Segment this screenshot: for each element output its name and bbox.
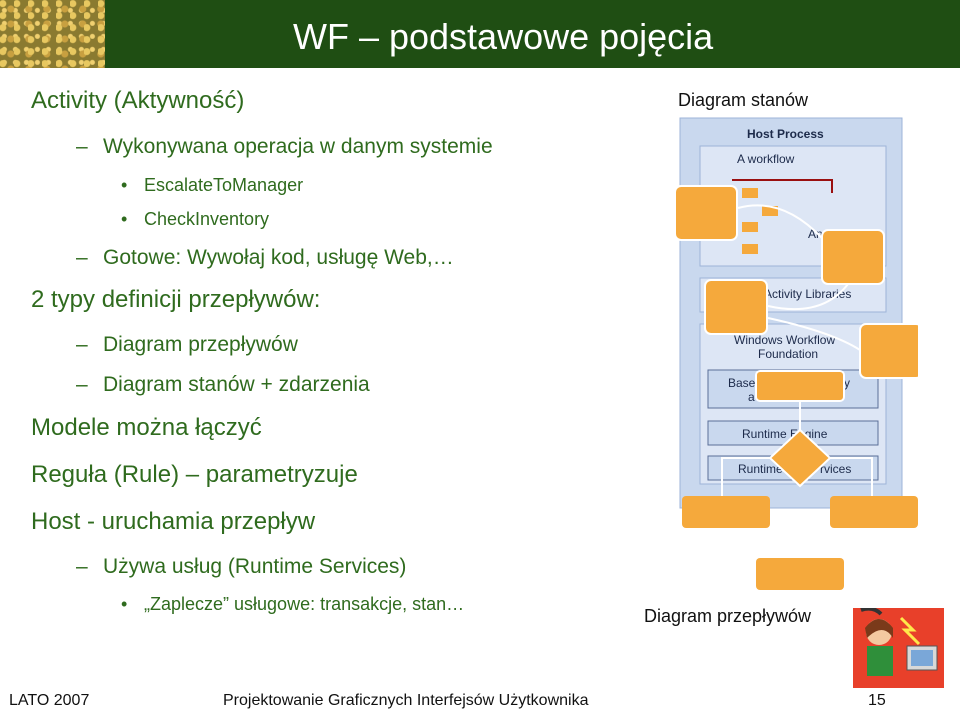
bullet-text: Host - uruchamia przepływ (31, 508, 316, 535)
workflow-step (742, 244, 758, 254)
flow-step-box (682, 496, 770, 528)
bullet-level-2: –Diagram stanów + zdarzenia (76, 373, 370, 397)
clipart-drawing (853, 606, 944, 688)
wwf-label: Windows Workflow (734, 333, 835, 347)
dash-marker: – (76, 555, 88, 578)
workflow-label: A workflow (737, 152, 795, 166)
bullet-text: Modele można łączyć (31, 414, 262, 441)
bullet-level-2: –Używa usług (Runtime Services) (76, 555, 407, 579)
bullet-level-1: Activity (Aktywność) (31, 87, 244, 115)
flow-connector (721, 457, 770, 496)
slide-title: WF – podstawowe pojęcia (293, 16, 714, 57)
workflow-step (762, 206, 778, 216)
woman-at-computer-clipart (853, 606, 944, 688)
workflow-diagram: Host Process A workflow An Activity Libr… (674, 117, 923, 590)
bullet-text: Reguła (Rule) – parametryzuje (31, 461, 358, 488)
bullet-level-3: • EscalateToManager (121, 175, 304, 196)
flow-connector (830, 457, 873, 496)
state-box (674, 185, 738, 241)
runtime-engine-label: Runtime Engine (742, 427, 828, 441)
services-label: rvices (820, 462, 851, 476)
bullet-level-3: • CheckInventory (121, 209, 270, 230)
bullet-level-2: –Gotowe: Wywołaj kod, usługę Web,… (76, 246, 454, 270)
header-texture-image (0, 0, 105, 68)
diagram-illustration: Host Process A workflow An Activity Libr… (644, 88, 923, 626)
bullet-text: Używa usług (Runtime Services) (103, 555, 407, 578)
workflow-step (742, 222, 758, 232)
bullet-text: Diagram przepływów (103, 333, 298, 356)
state-box (821, 229, 885, 285)
page-number: 15 (868, 692, 886, 709)
flow-end-box (756, 558, 844, 590)
dash-marker: – (76, 135, 88, 158)
bullet-text: Activity (Aktywność) (31, 87, 245, 114)
bullet-text: CheckInventory (144, 209, 270, 229)
caption-state-diagram: Diagram stanów (678, 90, 809, 110)
flow-start-box (755, 370, 845, 402)
state-transition-arrow (737, 204, 823, 239)
dot-marker: • (121, 594, 128, 614)
dot-marker: • (121, 175, 128, 195)
dash-marker: – (76, 246, 88, 269)
bullet-text: Wykonywana operacja w danym systemie (103, 135, 493, 158)
state-transition-arrow (767, 283, 849, 311)
host-process-label: Host Process (747, 127, 824, 141)
workflow-connector (732, 179, 833, 193)
bullet-level-1: Modele można łączyć (31, 414, 262, 442)
a-label: a (748, 390, 755, 404)
activity-libraries-label: Activity Libraries (764, 287, 851, 301)
bullet-text: „Zaplecze” usługowe: transakcje, stan… (144, 594, 465, 614)
slide-header: WF – podstawowe pojęcia (0, 0, 960, 68)
footer-left-text: LATO 2007 (9, 692, 90, 709)
bullet-level-1: Reguła (Rule) – parametryzuje (31, 461, 358, 489)
bullet-level-2: –Wykonywana operacja w danym systemie (76, 135, 493, 159)
base-label: Base (728, 376, 756, 390)
bullet-text: 2 typy definicji przepływów: (31, 286, 321, 313)
bullet-level-1: Host - uruchamia przepływ (31, 508, 315, 536)
workflow-step (742, 188, 758, 198)
dot-marker: • (121, 209, 128, 229)
footer-course-title: Projektowanie Graficznych Interfejsów Uż… (223, 692, 589, 709)
bullet-level-2: –Diagram przepływów (76, 333, 298, 357)
workflow-an-label: An (808, 227, 823, 241)
state-box (859, 323, 923, 379)
runtime-label: Runtime (738, 462, 783, 476)
bullet-text: Diagram stanów + zdarzenia (103, 373, 370, 396)
state-box (704, 279, 768, 335)
foundation-label: Foundation (758, 347, 818, 361)
state-transition-arrow (767, 317, 861, 351)
bullet-text: Gotowe: Wywołaj kod, usługę Web,… (103, 246, 454, 269)
bullet-level-3: • „Zaplecze” usługowe: transakcje, stan… (121, 594, 465, 615)
dash-marker: – (76, 373, 88, 396)
caption-flow-diagram: Diagram przepływów (644, 606, 812, 626)
bullet-text: EscalateToManager (144, 175, 304, 195)
dash-marker: – (76, 333, 88, 356)
slide-footer: LATO 2007 Projektowanie Graficznych Inte… (0, 688, 960, 713)
bullet-level-1: 2 typy definicji przepływów: (31, 286, 320, 314)
flow-decision (768, 428, 832, 488)
flow-step-box (830, 496, 918, 528)
